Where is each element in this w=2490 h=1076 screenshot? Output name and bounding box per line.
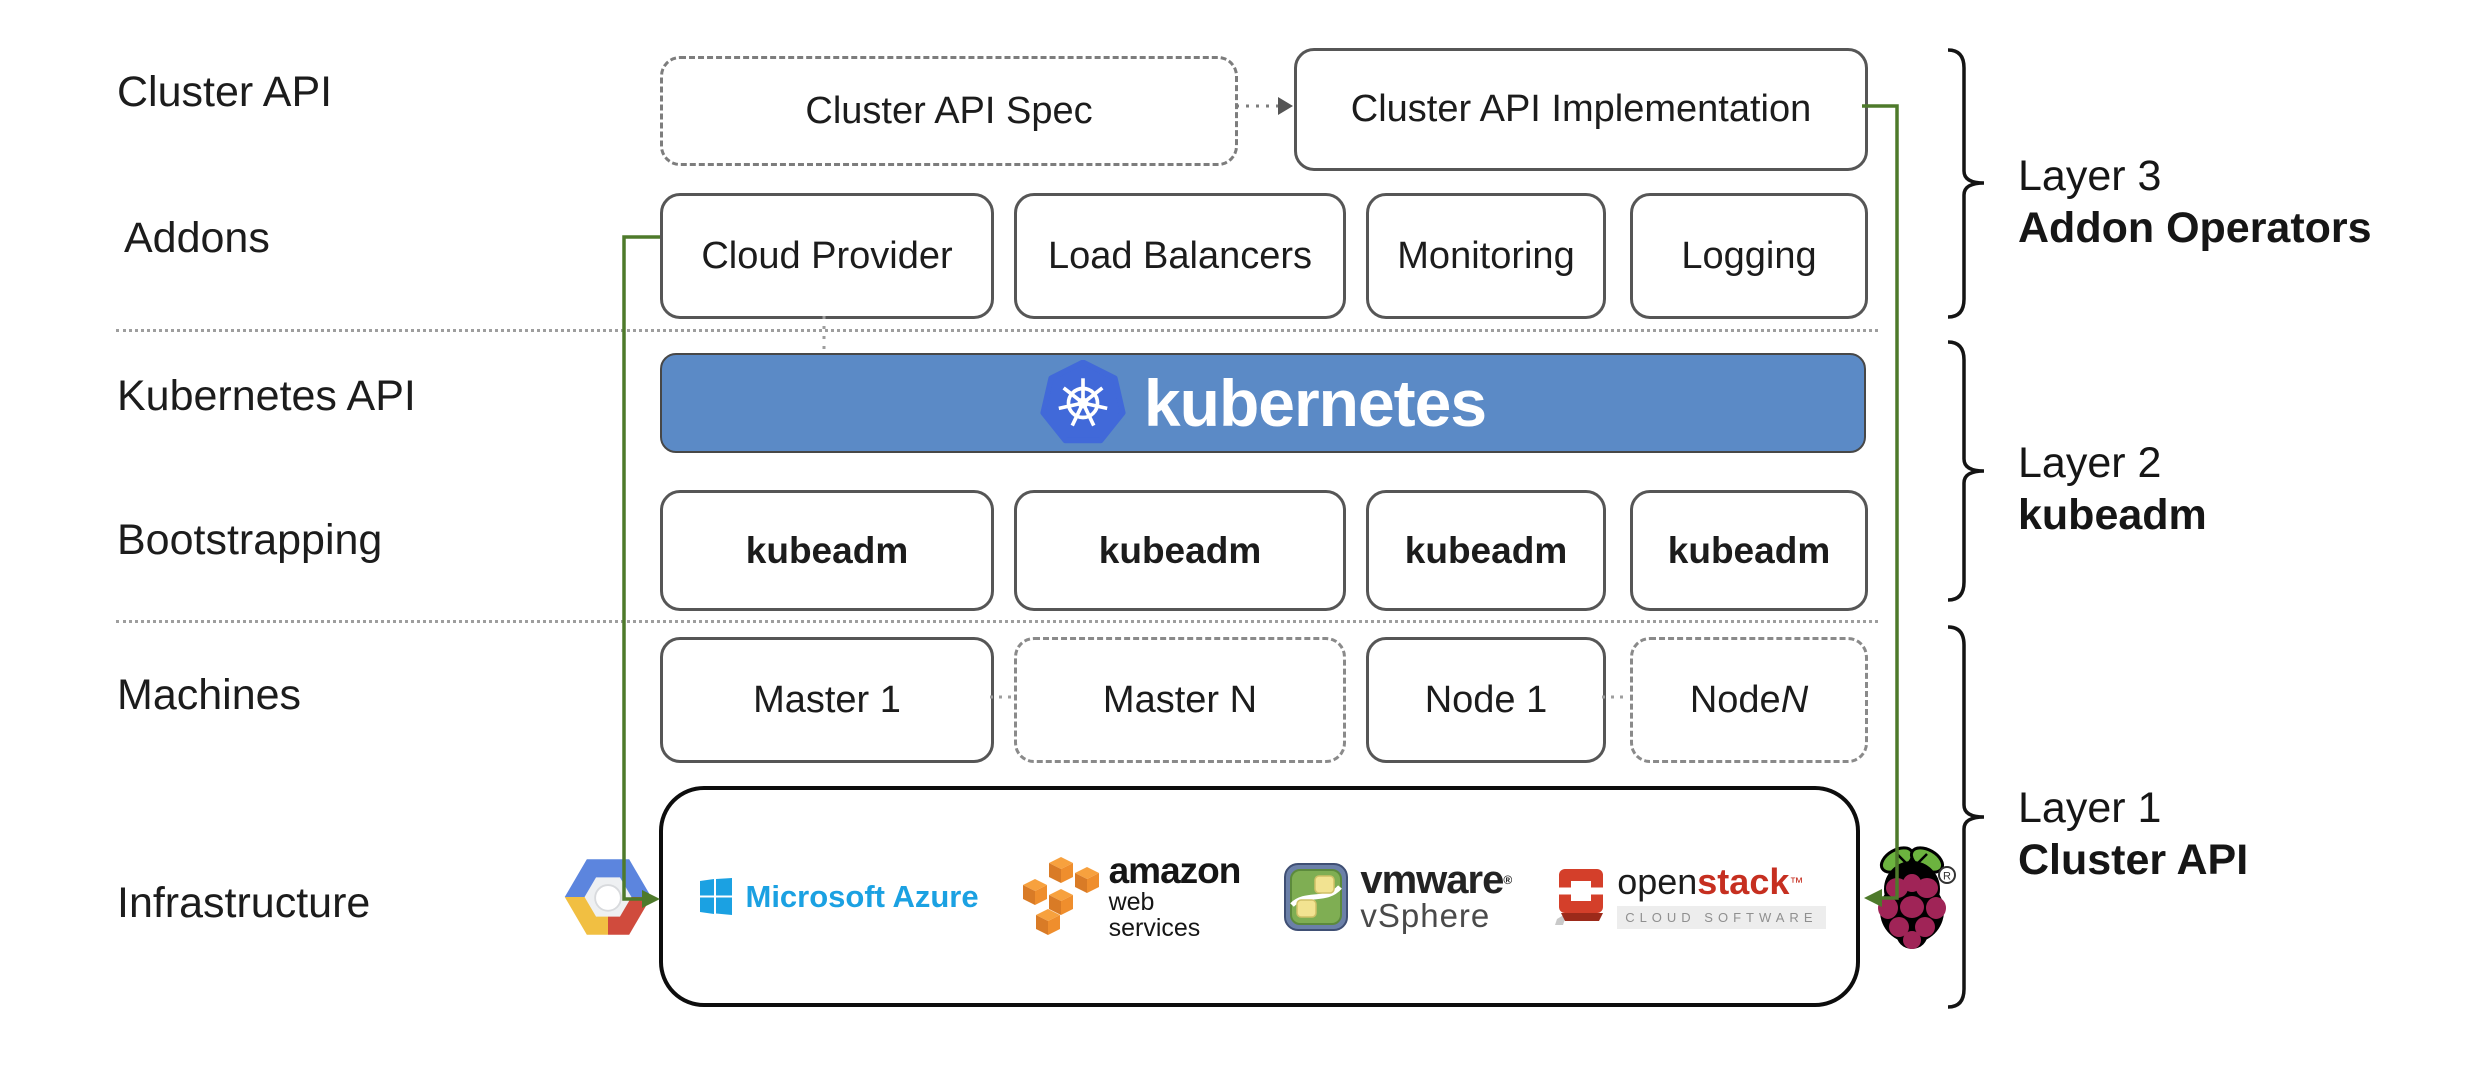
kubeadm-box-2: kubeadm xyxy=(1014,490,1346,611)
amazon-wordmark: amazon xyxy=(1108,849,1242,891)
row-label-cluster-api: Cluster API xyxy=(117,68,333,116)
machine-box-master-1: Master 1 xyxy=(660,637,994,763)
row-label-infrastructure: Infrastructure xyxy=(117,879,371,927)
infrastructure-box: Microsoft Azure amazon web services xyxy=(564,786,1956,1007)
cluster-api-implementation-box: Cluster API Implementation xyxy=(1294,48,1868,171)
openstack-tagline: CLOUD SOFTWARE xyxy=(1617,906,1826,929)
layer3-label: Layer 3 Addon Operators xyxy=(2018,152,2372,252)
azure-wordmark: Microsoft Azure xyxy=(745,878,979,914)
cloud-provider-to-infra-green-line xyxy=(622,235,660,901)
addon-box-cloud-provider: Cloud Provider xyxy=(660,193,994,319)
layer3-brace xyxy=(1947,48,1985,319)
microsoft-azure-logo: Microsoft Azure xyxy=(698,877,979,916)
kubernetes-logo-icon xyxy=(1040,360,1126,446)
google-cloud-logo xyxy=(562,851,654,943)
aws-logo: amazon web services xyxy=(1022,849,1242,942)
kubeadm-box-1: kubeadm xyxy=(660,490,994,611)
layer1-label: Layer 1 Cluster API xyxy=(2018,784,2249,884)
separator-bootstrapping-machines xyxy=(116,620,1878,623)
vmware-wordmark: vmware® xyxy=(1360,857,1512,902)
kubeadm-box-4: kubeadm xyxy=(1630,490,1868,611)
openstack-logo: openstack™ CLOUD SOFTWARE xyxy=(1555,861,1826,929)
spec-to-impl-arrowhead xyxy=(1278,97,1293,115)
machine-box-node-n: Node N xyxy=(1630,637,1868,763)
svg-text:R: R xyxy=(1943,870,1951,882)
machine-box-master-n: Master N xyxy=(1014,637,1346,763)
vsphere-wordmark: vSphere xyxy=(1360,896,1491,934)
row-label-machines: Machines xyxy=(117,671,302,719)
row-label-addons: Addons xyxy=(124,214,270,262)
addon-box-logging: Logging xyxy=(1630,193,1868,319)
web-services-wordmark: web services xyxy=(1108,887,1201,942)
layer2-label: Layer 2 kubeadm xyxy=(2018,439,2207,539)
machine-box-node-1: Node 1 xyxy=(1366,637,1606,763)
openstack-cube-icon xyxy=(1555,867,1607,927)
microsoft-flag-icon xyxy=(698,877,734,916)
addon-box-monitoring: Monitoring xyxy=(1366,193,1606,319)
kubernetes-wordmark: kubernetes xyxy=(1143,366,1487,440)
kubeadm-box-3: kubeadm xyxy=(1366,490,1606,611)
row-label-kubernetes-api: Kubernetes API xyxy=(117,372,416,420)
separator-addons-kubernetes xyxy=(116,329,1878,332)
vmware-vsphere-logo: vmware® vSphere xyxy=(1284,857,1512,934)
row-label-bootstrapping: Bootstrapping xyxy=(117,516,383,564)
kubernetes-banner: kubernetes xyxy=(660,353,1866,453)
cluster-api-spec-box: Cluster API Spec xyxy=(660,56,1238,166)
addon-box-load-balancers: Load Balancers xyxy=(1014,193,1346,319)
raspberry-pi-logo: R xyxy=(1870,841,1958,953)
aws-cubes-icon xyxy=(1022,856,1103,937)
openstack-wordmark: openstack™ xyxy=(1617,861,1804,902)
layer2-brace xyxy=(1947,340,1985,602)
vsphere-badge-icon xyxy=(1284,862,1349,931)
